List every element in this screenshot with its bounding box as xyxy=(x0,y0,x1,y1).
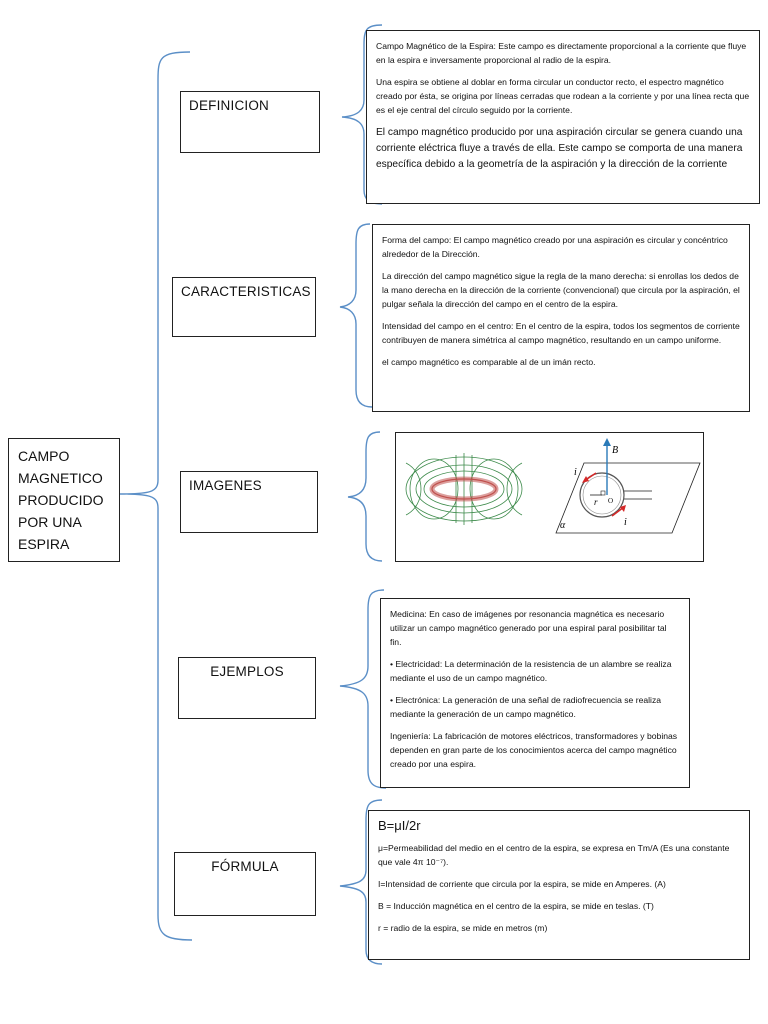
formula-paragraph: I=Intensidad de corriente que circula po… xyxy=(378,879,666,889)
ejemplos-paragraph: • Electricidad: La determinación de la r… xyxy=(390,659,672,683)
fig-label-i: i xyxy=(574,467,577,478)
ejemplos-label-box: EJEMPLOS xyxy=(178,657,316,719)
definicion-content-box: Campo Magnético de la Espira: Este campo… xyxy=(366,30,760,204)
ejemplos-paragraph: Medicina: En caso de imágenes por resona… xyxy=(390,609,667,647)
fig-label-o: O xyxy=(608,497,613,505)
main-topic-box: CAMPO MAGNETICO PRODUCIDO POR UNA ESPIRA xyxy=(8,438,120,562)
ejemplos-label: EJEMPLOS xyxy=(210,664,284,679)
caracteristicas-label: CARACTERISTICAS xyxy=(181,284,311,299)
imagenes-label: IMAGENES xyxy=(189,478,262,493)
ejemplos-brace xyxy=(339,589,387,789)
formula-content-box: B=μI/2r μ=Permeabilidad del medio en el … xyxy=(368,810,750,960)
imagenes-label-box: IMAGENES xyxy=(180,471,318,533)
definicion-paragraph: El campo magnético producido por una asp… xyxy=(376,127,743,170)
definicion-label-box: DEFINICION xyxy=(180,91,320,153)
coil-icon xyxy=(429,476,499,502)
caracteristicas-content-box: Forma del campo: El campo magnético crea… xyxy=(372,224,750,412)
caracteristicas-brace xyxy=(339,223,373,408)
fig-label-r: r xyxy=(594,497,598,507)
formula-equation: B=μI/2r xyxy=(378,818,421,833)
definicion-brace xyxy=(341,24,383,205)
caracteristicas-paragraph: el campo magnético es comparable al de u… xyxy=(382,357,596,367)
ejemplos-content-box: Medicina: En caso de imágenes por resona… xyxy=(380,598,690,788)
caracteristicas-label-box: CARACTERISTICAS xyxy=(172,277,316,337)
fig-label-alpha: α xyxy=(560,520,566,531)
definicion-paragraph: Campo Magnético de la Espira: Este campo… xyxy=(376,41,747,65)
caracteristicas-paragraph: Forma del campo: El campo magnético crea… xyxy=(382,235,728,259)
formula-paragraph: μ=Permeabilidad del medio en el centro d… xyxy=(378,843,730,867)
ejemplos-paragraph: • Electrónica: La generación de una seña… xyxy=(390,695,662,719)
definicion-label: DEFINICION xyxy=(189,98,270,113)
imagenes-figure-box: B i i r O α xyxy=(395,432,704,562)
caracteristicas-paragraph: La dirección del campo magnético sigue l… xyxy=(382,271,740,309)
field-arrow-icon xyxy=(603,438,611,446)
caracteristicas-paragraph: Intensidad del campo en el centro: En el… xyxy=(382,321,740,345)
main-brace xyxy=(119,51,193,941)
formula-paragraph: B = Inducción magnética en el centro de … xyxy=(378,901,654,911)
field-lines-diagram xyxy=(405,453,523,525)
magnetic-field-figure: B i i r O α xyxy=(405,438,701,534)
fig-label-i: i xyxy=(624,517,627,528)
ejemplos-paragraph: Ingeniería: La fabricación de motores el… xyxy=(390,731,678,769)
main-topic-text: CAMPO MAGNETICO PRODUCIDO POR UNA ESPIRA xyxy=(18,448,104,552)
current-arrow-icon xyxy=(620,505,626,512)
definicion-paragraph: Una espira se obtiene al doblar en forma… xyxy=(376,77,750,115)
loop-plane-diagram: B i i r O α xyxy=(555,438,701,534)
imagenes-brace xyxy=(347,431,383,562)
fig-label-b: B xyxy=(612,445,618,456)
formula-label: FÓRMULA xyxy=(211,859,279,874)
formula-paragraph: r = radio de la espira, se mide en metro… xyxy=(378,923,548,933)
formula-label-box: FÓRMULA xyxy=(174,852,316,916)
current-arrow-icon xyxy=(582,476,589,483)
formula-brace xyxy=(339,799,383,965)
